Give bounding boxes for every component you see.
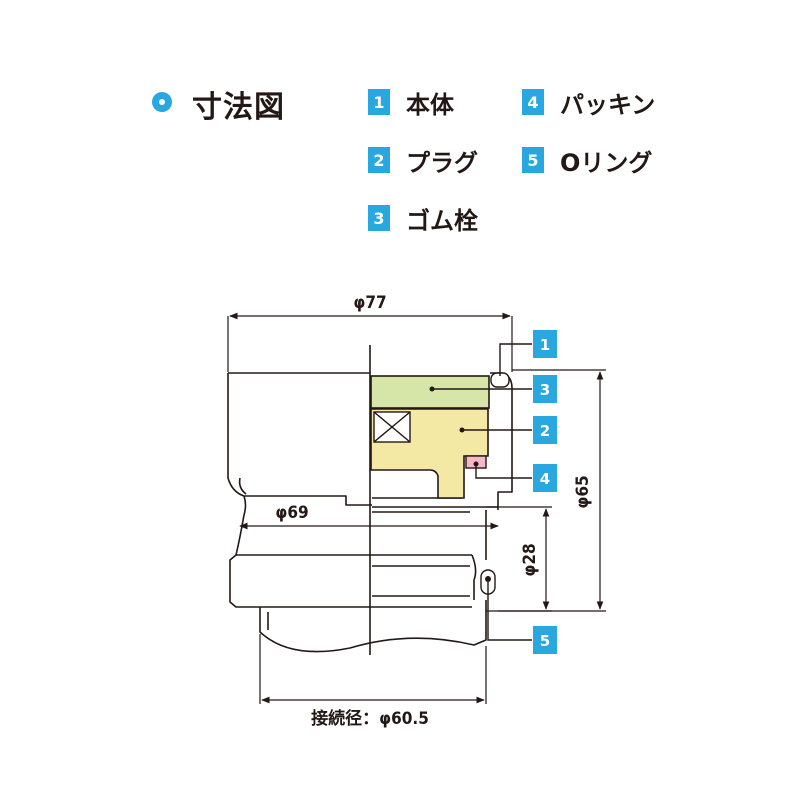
- callout-2: 2: [533, 416, 557, 444]
- callout-5: 5: [533, 626, 557, 654]
- legend-label: Oリング: [560, 148, 653, 177]
- legend-label: ゴム栓: [406, 206, 478, 235]
- legend-item-plug: 2 プラグ: [368, 146, 478, 177]
- svg-text:1: 1: [540, 336, 550, 354]
- legend-badge: 1: [368, 89, 390, 115]
- part-outline: [227, 345, 513, 655]
- leader-lines: [432, 343, 532, 641]
- legend-label: パッキン: [560, 90, 656, 119]
- legend-badge: 2: [368, 147, 390, 173]
- legend-label: プラグ: [406, 148, 478, 177]
- legend-item-o-ring: 5 Oリング: [522, 146, 652, 177]
- legend-item-packing: 4 パッキン: [522, 88, 655, 119]
- dim-outer-diameter: φ77: [353, 293, 386, 313]
- svg-text:3: 3: [540, 381, 550, 399]
- legend-badge: 3: [368, 205, 390, 231]
- legend-badge: 4: [522, 89, 544, 115]
- callout-4: 4: [533, 464, 557, 492]
- svg-text:5: 5: [540, 632, 550, 650]
- legend-item-rubber-stopper: 3 ゴム栓: [368, 204, 478, 235]
- rubber-stopper-part: [370, 375, 490, 409]
- svg-text:4: 4: [540, 470, 550, 488]
- dim-inner-diameter: φ69: [275, 503, 308, 523]
- bullet-icon: [152, 92, 172, 112]
- dim-height: φ65: [573, 475, 593, 508]
- callout-1: 1: [533, 330, 557, 358]
- legend-label: 本体: [406, 90, 454, 119]
- dim-connection: 接続径：φ60.5: [311, 708, 429, 729]
- dim-bore: φ28: [520, 543, 540, 576]
- page-title: 寸法図: [192, 90, 285, 125]
- svg-text:2: 2: [540, 422, 550, 440]
- legend-item-body: 1 本体: [368, 88, 454, 119]
- legend-badge: 5: [522, 147, 544, 173]
- callout-3: 3: [533, 375, 557, 403]
